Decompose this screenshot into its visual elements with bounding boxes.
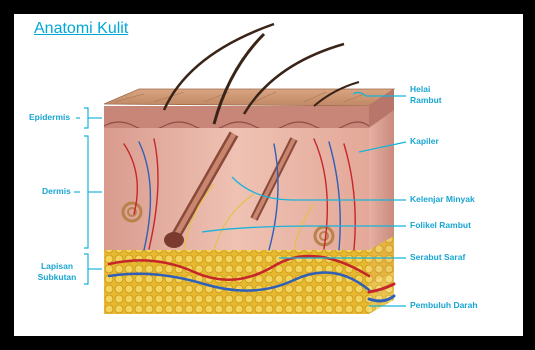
label-folikel-rambut: Folikel Rambut <box>410 220 471 231</box>
label-serabut-saraf: Serabut Saraf <box>410 252 465 263</box>
label-subkutan-line1: Lapisan <box>32 261 82 272</box>
diagram-canvas: Anatomi Kulit <box>14 14 523 336</box>
label-kapiler: Kapiler <box>410 136 439 147</box>
label-subkutan-line2: Subkutan <box>32 272 82 283</box>
label-helai-line2: Rambut <box>410 95 442 106</box>
label-helai-line1: Helai <box>410 84 442 95</box>
label-epidermis: Epidermis <box>29 112 70 123</box>
label-pembuluh-darah: Pembuluh Darah <box>410 300 478 311</box>
label-helai-rambut: Helai Rambut <box>410 84 442 106</box>
left-brackets <box>74 108 102 284</box>
label-lapisan-subkutan: Lapisan Subkutan <box>32 261 82 283</box>
label-dermis: Dermis <box>42 186 71 197</box>
epidermis-layer <box>104 106 369 128</box>
skin-illustration <box>14 14 523 336</box>
label-kelenjar-minyak: Kelenjar Minyak <box>410 194 475 205</box>
dermis-layer <box>104 128 369 250</box>
skin-top-surface <box>104 89 394 106</box>
